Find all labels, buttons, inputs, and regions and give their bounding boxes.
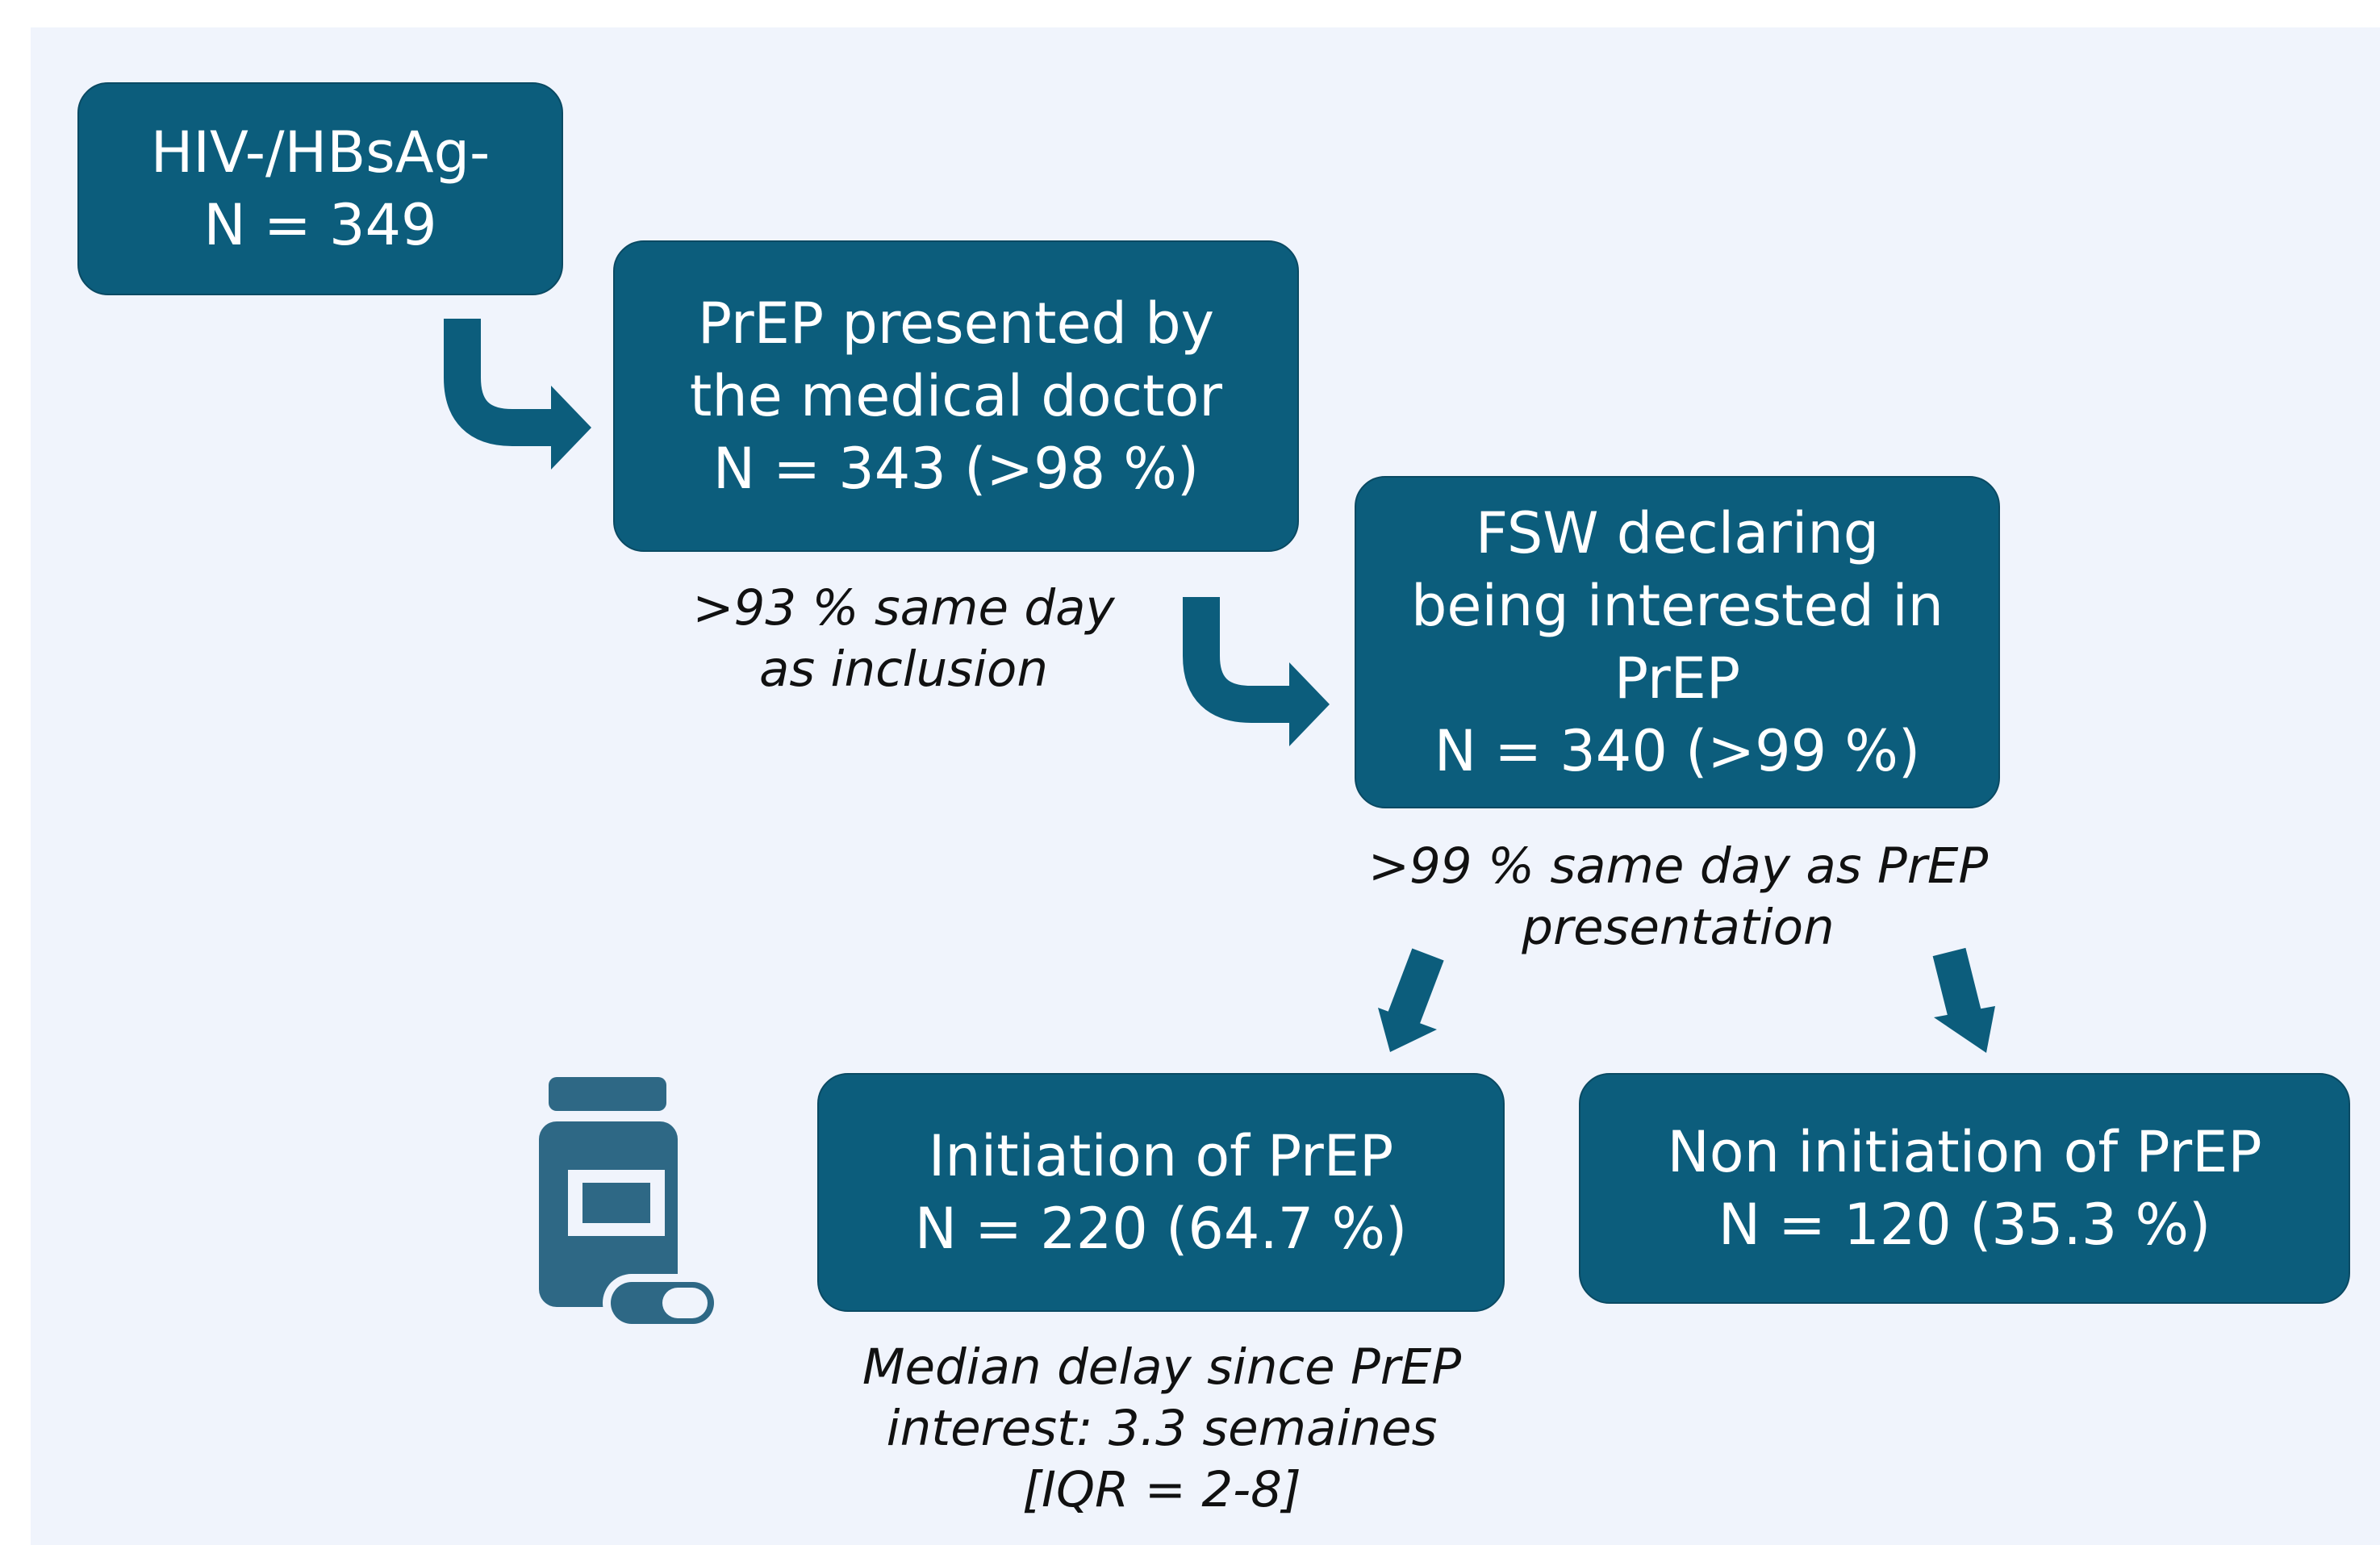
note-line: interest: 3.3 semaines — [886, 1400, 1438, 1457]
note-line: Median delay since PrEP — [862, 1338, 1462, 1396]
presented-label-1: PrEP presented by — [697, 290, 1215, 357]
non-initiation-label: Non initiation of PrEP — [1667, 1119, 2262, 1185]
screened-box: HIV-/HBsAg- N = 349 — [77, 82, 563, 295]
arrow-to-non-initiation — [1932, 947, 1995, 1053]
interested-box: FSW declaring being interested in PrEP N… — [1355, 476, 2000, 808]
initiation-box: Initiation of PrEP N = 220 (64.7 %) — [817, 1073, 1505, 1312]
initiation-count: N = 220 (64.7 %) — [914, 1196, 1408, 1262]
screened-label: HIV-/HBsAg- — [150, 119, 491, 186]
arrow-to-initiation — [1378, 948, 1444, 1052]
non-initiation-count: N = 120 (35.3 %) — [1718, 1192, 2211, 1258]
note-line: [IQR = 2-8] — [1022, 1461, 1301, 1518]
screened-count: N = 349 — [203, 192, 437, 258]
elbow-arrow-2 — [1183, 597, 1330, 746]
note-line: >99 % same day as PrEP — [1367, 837, 1989, 895]
interested-label-1: FSW declaring — [1475, 500, 1880, 566]
note-line: >93 % same day — [692, 579, 1115, 637]
interested-label-3: PrEP — [1614, 645, 1741, 712]
note-line: as inclusion — [758, 641, 1049, 698]
initiation-label: Initiation of PrEP — [928, 1123, 1394, 1189]
note-same-day-presentation: >99 % same day as PrEP presentation — [1323, 836, 2033, 958]
presented-box: PrEP presented by the medical doctor N =… — [613, 240, 1299, 552]
pill-bottle-icon — [539, 1077, 722, 1332]
note-line: presentation — [1522, 899, 1835, 956]
elbow-arrow-1 — [444, 319, 591, 470]
note-median-delay: Median delay since PrEP interest: 3.3 se… — [815, 1337, 1509, 1521]
interested-count: N = 340 (>99 %) — [1434, 718, 1921, 784]
presented-label-2: the medical doctor — [689, 363, 1223, 429]
presented-count: N = 343 (>98 %) — [712, 436, 1200, 502]
note-same-day-inclusion: >93 % same day as inclusion — [613, 578, 1194, 700]
non-initiation-box: Non initiation of PrEP N = 120 (35.3 %) — [1579, 1073, 2350, 1304]
interested-label-2: being interested in — [1410, 573, 1944, 639]
